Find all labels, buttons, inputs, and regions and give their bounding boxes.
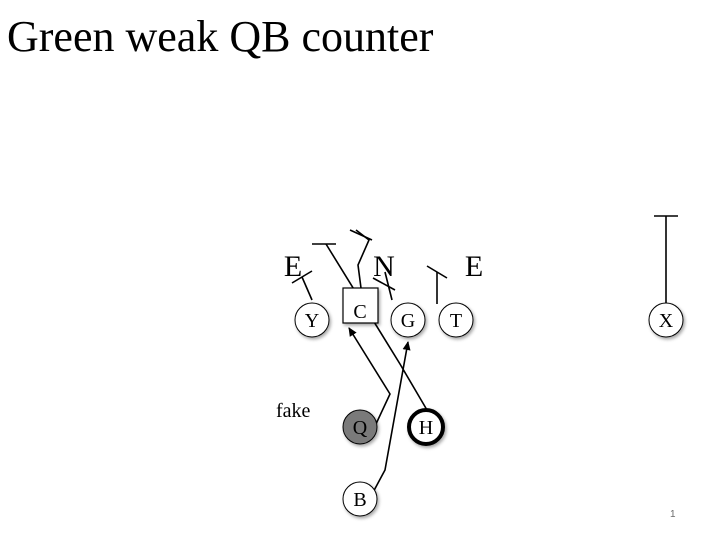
offense-players: Y C G T X Q H B (294, 287, 684, 517)
player-y-label: Y (305, 310, 319, 332)
player-q-circle (342, 409, 378, 445)
player-q-label: Q (353, 417, 368, 439)
player-b-circle (342, 481, 378, 517)
player-x-label: X (659, 310, 674, 332)
player-g-circle (390, 302, 426, 338)
b-fake-path (369, 341, 411, 499)
defender-left-end: E (284, 250, 302, 283)
c-block-tbar (349, 229, 373, 241)
page-number: 1 (670, 509, 676, 520)
q-run-path (348, 327, 391, 425)
player-b-label: B (353, 489, 366, 511)
h-route-line (325, 243, 428, 411)
player-t-label: T (450, 310, 462, 332)
player-t-circle (438, 302, 474, 338)
player-g-label: G (401, 310, 415, 332)
player-c-label: C (353, 301, 366, 323)
player-c-square (342, 287, 379, 324)
player-x-circle (648, 302, 684, 338)
c-block-line (355, 229, 370, 289)
player-h-label: H (419, 417, 433, 439)
blocking-assignments (291, 215, 678, 411)
defender-nose: N (373, 250, 395, 283)
player-h-circle (407, 408, 445, 446)
player-y-circle (294, 302, 330, 338)
defender-right-end: E (465, 250, 483, 283)
ball-carrier-paths (348, 327, 411, 499)
fake-label: fake (276, 400, 311, 422)
y-block-tbar (291, 270, 313, 284)
slide-title: Green weak QB counter (7, 12, 434, 61)
g-block-tbar (372, 277, 396, 291)
y-block-line (301, 276, 313, 301)
t-block-tbar (426, 265, 448, 279)
